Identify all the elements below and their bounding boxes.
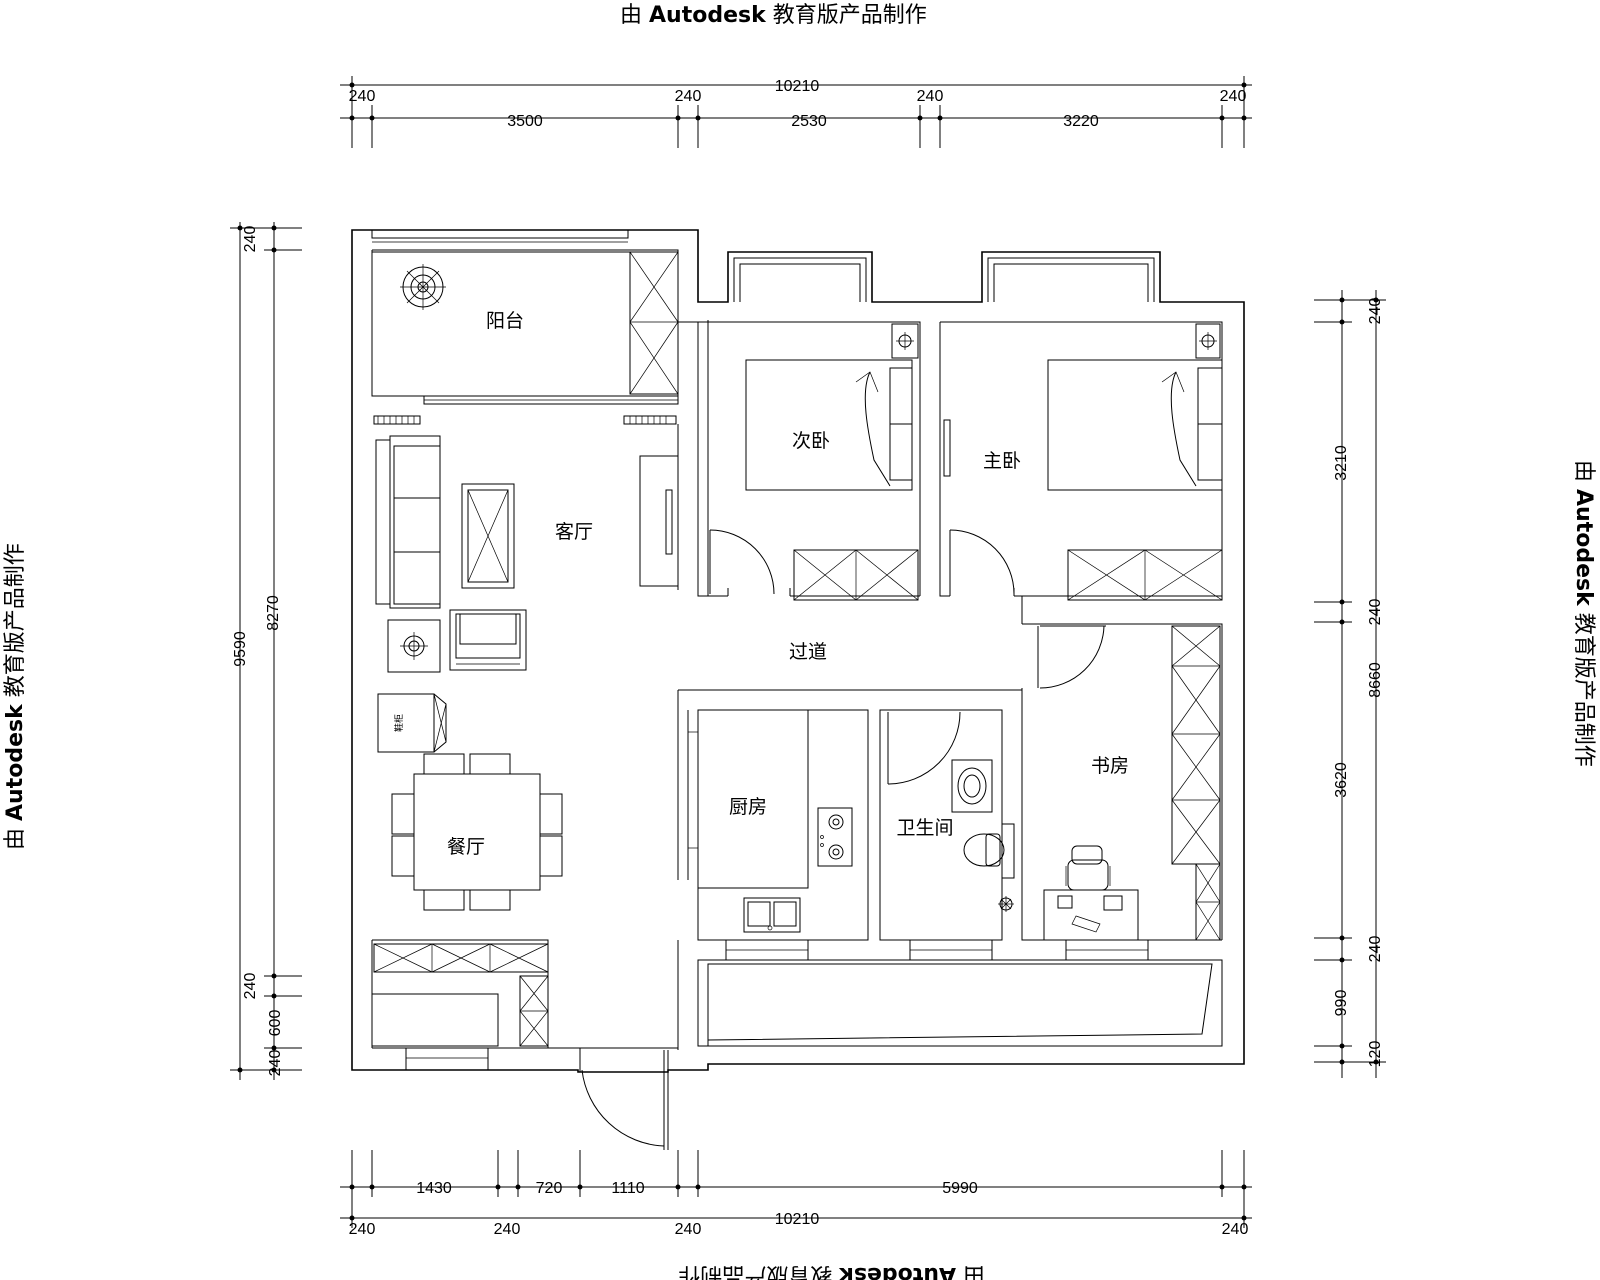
dim-right-3: 240 (1367, 599, 1384, 626)
coffee-table-icon (461, 483, 515, 589)
dim-left-inner: 8270 (265, 595, 282, 631)
dim-right-6: 990 (1333, 990, 1350, 1017)
dim-bottom-total: 10210 (775, 1211, 820, 1228)
armchair-icon (449, 609, 527, 671)
watermark-bottom: 由 Autodesk 教育版产品制作 (678, 1262, 985, 1280)
dim-left-small-1: 240 (242, 226, 259, 253)
right-dimensions: 240 3210 240 3620 240 990 120 8660 (1314, 290, 1386, 1078)
sink-icon (743, 897, 801, 933)
dim-left-small-4: 240 (267, 1050, 284, 1077)
tv-cabinet-icon (639, 455, 679, 587)
dim-left-small-2: 240 (242, 973, 259, 1000)
cabinet-icon: 鞋柜 (377, 693, 447, 753)
door-icon (707, 320, 775, 596)
balcony: 阳台 (371, 251, 679, 405)
wardrobe-icon (793, 549, 919, 601)
dining-room: 餐厅 (391, 753, 563, 911)
kitchen: 厨房 (687, 709, 853, 933)
room-label-bathroom: 卫生间 (896, 817, 953, 839)
top-dimensions: 10210 240 240 240 240 3500 2530 3220 (340, 76, 1252, 148)
room-label-dining-room: 餐厅 (447, 836, 485, 858)
dim-right-2: 3210 (1333, 445, 1350, 481)
dim-bottom-span-1: 1430 (416, 1180, 452, 1197)
room-label-study: 书房 (1091, 755, 1129, 777)
toilet-icon (963, 823, 1015, 879)
dim-right-total: 8660 (1367, 662, 1384, 698)
room-label-hallway: 过道 (789, 641, 827, 663)
lamp-icon (387, 619, 441, 673)
storage-cabinets (371, 943, 549, 1047)
dim-right-1: 240 (1367, 298, 1384, 325)
dim-top-wall-1: 240 (349, 88, 376, 105)
dim-bottom-wall-3: 240 (675, 1221, 702, 1238)
bathroom: 卫生间 (887, 711, 1015, 912)
cabinet-label: 鞋柜 (393, 714, 405, 732)
wardrobe-icon (1067, 549, 1223, 601)
watermark-right: 由 Autodesk 教育版产品制作 (1571, 460, 1596, 767)
chair-icon (1065, 845, 1111, 891)
room-label-master-bedroom: 主卧 (983, 450, 1021, 472)
plant-icon (400, 264, 446, 310)
floor-drain-icon (998, 896, 1014, 912)
bed-icon (1047, 359, 1223, 491)
study: 书房 (1037, 625, 1221, 941)
washbasin-icon (951, 759, 993, 813)
master-bedroom: 主卧 (943, 323, 1223, 601)
dim-top-span-3: 3220 (1063, 113, 1099, 130)
bottom-dimensions: 1430 720 1110 5990 10210 240 240 240 240 (340, 1150, 1252, 1238)
dim-top-wall-4: 240 (1220, 88, 1247, 105)
bed-icon (745, 359, 913, 491)
entrance-door-icon (579, 1048, 669, 1150)
room-label-kitchen: 厨房 (729, 796, 767, 818)
dim-top-span-2: 2530 (791, 113, 827, 130)
dim-top-wall-3: 240 (917, 88, 944, 105)
dim-bottom-span-4: 5990 (942, 1180, 978, 1197)
dining-table-icon (391, 753, 563, 911)
dim-bottom-wall-2: 240 (494, 1221, 521, 1238)
dim-top-span-1: 3500 (507, 113, 543, 130)
dim-bottom-wall-1: 240 (349, 1221, 376, 1238)
door-icon (943, 419, 1015, 595)
dim-left-small-3: 600 (267, 1010, 284, 1037)
desk-icon (1043, 889, 1139, 941)
watermark-top: 由 Autodesk 教育版产品制作 (620, 3, 927, 28)
watermark-left: 由 Autodesk 教育版产品制作 (3, 543, 28, 850)
door-icon (1037, 625, 1106, 689)
room-label-living-room: 客厅 (555, 521, 593, 543)
second-bedroom: 次卧 (707, 320, 919, 601)
dim-right-5: 240 (1367, 936, 1384, 963)
dim-bottom-span-2: 720 (536, 1180, 563, 1197)
door-icon (887, 711, 961, 785)
room-label-balcony: 阳台 (486, 310, 524, 332)
left-dimensions: 9590 8270 240 240 600 240 (230, 222, 302, 1080)
stove-icon (817, 807, 853, 867)
living-room: 鞋柜 客厅 (373, 415, 679, 753)
dim-bottom-wall-4: 240 (1222, 1221, 1249, 1238)
dim-right-4: 3620 (1333, 762, 1350, 798)
dim-left-total: 9590 (232, 631, 249, 667)
dim-right-7: 120 (1367, 1041, 1384, 1068)
sofa-icon (375, 435, 441, 609)
room-label-second-bedroom: 次卧 (792, 430, 830, 452)
dim-top-total: 10210 (775, 78, 820, 95)
bookshelf-icon (1171, 625, 1221, 941)
dim-bottom-span-3: 1110 (611, 1180, 644, 1197)
dim-top-wall-2: 240 (675, 88, 702, 105)
